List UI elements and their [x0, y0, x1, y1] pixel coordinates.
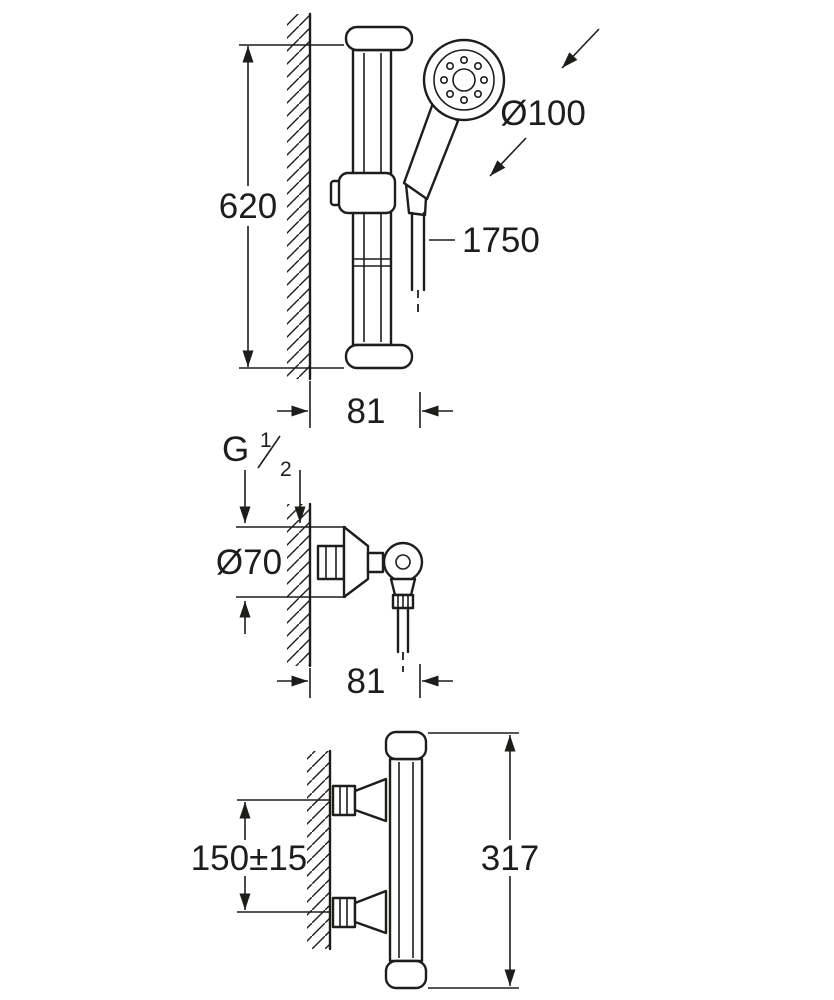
rail-bottom-cap [344, 343, 414, 370]
wall-section-middle [287, 502, 312, 668]
wall-union-nut [316, 544, 346, 581]
union-nut [331, 784, 357, 817]
thread-denominator: 2 [280, 458, 292, 481]
dim-head-diameter: Ø100 [489, 28, 600, 177]
wall-section-top [287, 12, 312, 381]
body-top-cap [384, 730, 428, 761]
dim-620: 620 [219, 44, 344, 369]
dim-81-middle: 81 [277, 662, 453, 701]
slider-holder [337, 171, 397, 215]
valve-body [382, 541, 424, 583]
escutcheon-diameter-label: Ø70 [216, 543, 282, 582]
figure-shower-valve: G 1 2 Ø70 [216, 429, 453, 701]
dim-81-top: 81 [277, 381, 453, 431]
wall-section-bottom [307, 749, 332, 951]
wall-hatching [307, 751, 330, 949]
fraction-slash [257, 435, 281, 469]
thread-spec-label: G 1 2 [222, 429, 306, 523]
hand-shower [402, 38, 506, 318]
figure-thermostat: 150±15 317 [191, 730, 539, 990]
figure-shower-rail-set: 620 Ø100 1750 81 [219, 12, 600, 431]
shower-head [422, 38, 506, 122]
s-union-cone [353, 777, 388, 823]
shower-rail [329, 25, 414, 370]
body-height-label: 317 [481, 839, 539, 878]
inlet-fitting-bottom [331, 889, 388, 935]
wall-offset-label: 81 [347, 392, 386, 431]
rail-height-label: 620 [219, 187, 277, 226]
valve-assembly [316, 525, 424, 672]
thread-letter: G [222, 430, 249, 469]
rail-top-cap [344, 25, 414, 52]
thread-numerator: 1 [260, 429, 272, 452]
inlet-fitting-top [331, 777, 388, 823]
dim-arrow-upper [561, 28, 600, 69]
union-nut [331, 896, 357, 929]
wall-offset-label: 81 [347, 662, 386, 701]
thermostat-body [384, 730, 428, 990]
outlet-cone [389, 577, 417, 597]
dim-escutcheon-diameter: Ø70 [216, 526, 346, 634]
dim-connection-spacing: 150±15 [191, 799, 331, 913]
head-diameter-label: Ø100 [500, 94, 586, 133]
valve-shaft [366, 551, 385, 574]
escutcheon [342, 525, 370, 599]
body-bottom-cap [384, 959, 428, 990]
wall-hatching [287, 14, 310, 379]
dim-body-height: 317 [428, 732, 539, 989]
body-tube [388, 757, 424, 963]
wall-hatching [287, 504, 310, 666]
s-union-cone [353, 889, 388, 935]
dim-arrow-lower [489, 137, 527, 177]
connection-spacing-label: 150±15 [191, 839, 308, 878]
hose-length-label: 1750 [462, 221, 540, 260]
dim-hose-length: 1750 [429, 221, 540, 260]
